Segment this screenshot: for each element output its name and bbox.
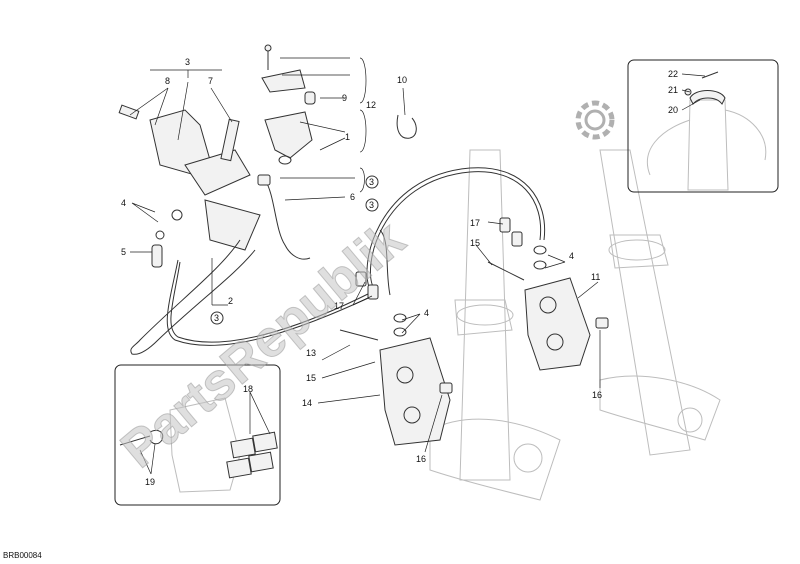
- callout-3: 3: [185, 57, 190, 67]
- gear-icon: [575, 100, 615, 140]
- callout-16: 16: [416, 454, 426, 464]
- brake-pads: [226, 431, 278, 479]
- callout-4: 4: [424, 308, 429, 318]
- circled-ref-3: [365, 175, 379, 189]
- callout-17: 17: [334, 301, 344, 311]
- callout-9: 9: [342, 93, 347, 103]
- callout-labels: 3 8 7 9 12 1 10 6 4 5 2 17 15 4 11 17 4 …: [121, 57, 678, 487]
- circled-references: 3 3 3: [210, 175, 379, 325]
- callout-6: 6: [350, 192, 355, 202]
- callout-14: 14: [302, 398, 312, 408]
- callout-16: 16: [592, 390, 602, 400]
- circled-ref-3: [365, 198, 379, 212]
- brake-hoses: [166, 167, 546, 346]
- callout-1: 1: [345, 132, 350, 142]
- brake-pads-inset: [114, 364, 281, 506]
- svg-text:3: 3: [369, 177, 374, 187]
- callout-11: 11: [591, 272, 600, 282]
- front-left-caliper: [339, 329, 453, 446]
- callout-19: 19: [145, 477, 155, 487]
- callout-15: 15: [470, 238, 480, 248]
- callout-18: 18: [243, 384, 253, 394]
- front-fork-assembly: [429, 149, 721, 501]
- callout-5: 5: [121, 247, 126, 257]
- brake-fluid-reservoir: [261, 44, 316, 165]
- clamp-inset: [627, 59, 779, 193]
- brake-light-switch: [257, 174, 311, 260]
- callout-20: 20: [668, 105, 678, 115]
- callout-12: 12: [366, 100, 376, 110]
- callout-22: 22: [668, 69, 678, 79]
- callout-21: 21: [668, 85, 678, 95]
- drawing-code: BRB00084: [3, 551, 42, 560]
- banjo-fittings: [355, 217, 547, 337]
- callout-4: 4: [569, 251, 574, 261]
- svg-text:3: 3: [369, 200, 374, 210]
- callout-17: 17: [470, 218, 480, 228]
- callout-13: 13: [306, 348, 316, 358]
- callout-15: 15: [306, 373, 316, 383]
- callout-7: 7: [208, 76, 213, 86]
- master-cylinder-assembly: [118, 104, 261, 355]
- callout-10: 10: [397, 75, 407, 85]
- svg-text:3: 3: [214, 313, 219, 323]
- callout-2: 2: [228, 296, 233, 306]
- callout-4: 4: [121, 198, 126, 208]
- circled-ref-3: [210, 311, 224, 325]
- front-right-caliper: [487, 261, 609, 371]
- callout-8: 8: [165, 76, 170, 86]
- hose-clip: [396, 114, 417, 139]
